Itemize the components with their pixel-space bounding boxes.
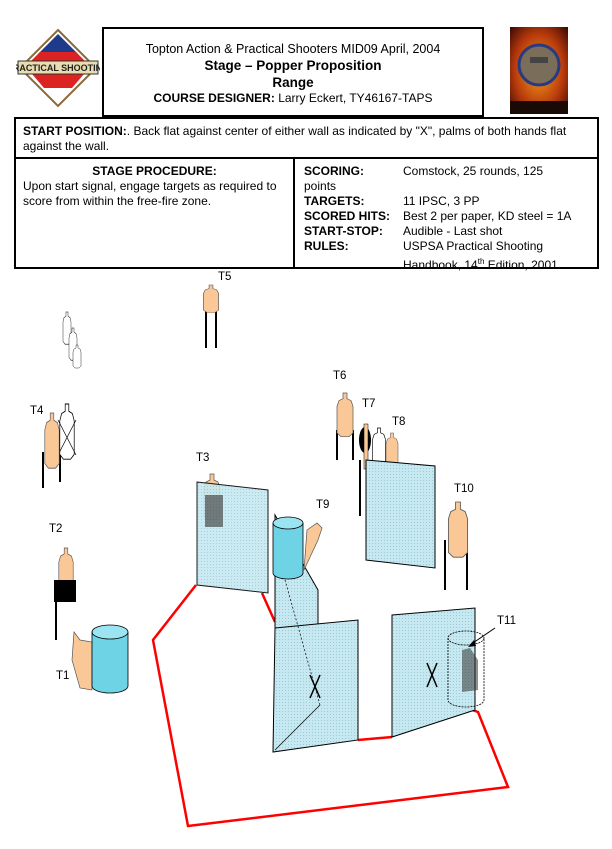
target-t11 [447, 627, 496, 708]
label-t8: T8 [392, 416, 406, 428]
start-position-text: . Back flat against center of either wal… [23, 124, 567, 153]
spec-value: USPSA Practical Shooting [403, 239, 544, 253]
target-t6 [336, 392, 354, 460]
spec-key: SCORED HITS: [304, 209, 391, 223]
fault-line [151, 584, 510, 828]
target-t1 [71, 624, 129, 694]
label-t6: T6 [333, 370, 347, 382]
popper-shadow [205, 495, 223, 527]
spec-scored-hits: SCORED HITS: Best 2 per paper, KD steel =… [304, 209, 590, 224]
spec-value: 11 IPSC, 3 PP [403, 194, 480, 208]
spec-targets: TARGETS: 11 IPSC, 3 PP [304, 194, 590, 209]
label-t10: T10 [454, 483, 474, 495]
stage-procedure: STAGE PROCEDURE: Upon start signal, enga… [16, 159, 295, 267]
svg-text:PRACTICAL SHOOTING: PRACTICAL SHOOTING [16, 63, 100, 73]
label-t7: T7 [362, 398, 376, 410]
practical-shooting-logo: PRACTICAL SHOOTING [7, 28, 109, 108]
stage-specs: SCORING:Comstock, 25 rounds, 125 points … [297, 159, 597, 272]
target-t2 [54, 547, 76, 640]
rules-text: Handbook, 14 [403, 258, 478, 272]
target-t9 [272, 516, 323, 580]
target-t4 [42, 403, 77, 488]
designer-value: Larry Eckert, TY46167-TAPS [274, 91, 433, 105]
stage-header: Topton Action & Practical Shooters MID09… [102, 27, 484, 117]
wall-edge [274, 704, 321, 751]
stage-info-table: START POSITION:. Back flat against cente… [14, 117, 599, 272]
spec-key: TARGETS: [304, 194, 365, 208]
spec-value: Audible - Last shot [403, 224, 503, 238]
rules-text: Edition, 2001 [484, 258, 558, 272]
spec-key: SCORING: [304, 164, 364, 178]
label-t4: T4 [30, 405, 44, 417]
label-t11: T11 [497, 615, 516, 627]
start-x-marker-right [426, 662, 438, 688]
designer-label: COURSE DESIGNER: [153, 91, 275, 105]
stage-name: Stage – Popper Proposition [204, 58, 382, 73]
label-t9: T9 [316, 499, 330, 511]
target-t7 [359, 423, 371, 516]
fault-line [260, 592, 277, 623]
spec-key: RULES: [304, 239, 349, 253]
fault-line [357, 735, 393, 742]
match-title: Topton Action & Practical Shooters MID09… [145, 42, 441, 56]
procedure-text: Upon start signal, engage targets as req… [23, 179, 277, 208]
label-t1: T1 [56, 670, 70, 682]
procedure-label: STAGE PROCEDURE: [92, 164, 217, 178]
spec-start-stop: START-STOP: Audible - Last shot [304, 224, 590, 239]
spec-value-cont: points [304, 179, 337, 193]
rules-sup: th [477, 257, 485, 266]
target-t5 [203, 284, 219, 348]
spec-key: START-STOP: [304, 224, 383, 238]
spec-rules: RULES: USPSA Practical Shooting [304, 239, 590, 254]
no-shoot-targets [62, 311, 82, 369]
label-t5: T5 [218, 271, 232, 283]
spec-scoring: SCORING: Comstock, 25 rounds, 125 [304, 164, 590, 179]
wall-panel [365, 459, 436, 569]
spec-rules-cont: Handbook, 14th Edition, 2001 [304, 254, 590, 273]
label-t2: T2 [49, 523, 63, 535]
spec-value: Best 2 per paper, KD steel = 1A [403, 209, 572, 223]
club-logo [510, 27, 568, 114]
stage-subtitle: Range [272, 75, 314, 90]
start-x-marker-left [309, 674, 321, 699]
start-position: START POSITION:. Back flat against cente… [16, 119, 597, 159]
spec-value: Comstock, 25 rounds, 125 [403, 164, 544, 178]
label-t3: T3 [196, 452, 210, 464]
target-t10 [444, 501, 469, 590]
start-position-label: START POSITION: [23, 124, 127, 138]
